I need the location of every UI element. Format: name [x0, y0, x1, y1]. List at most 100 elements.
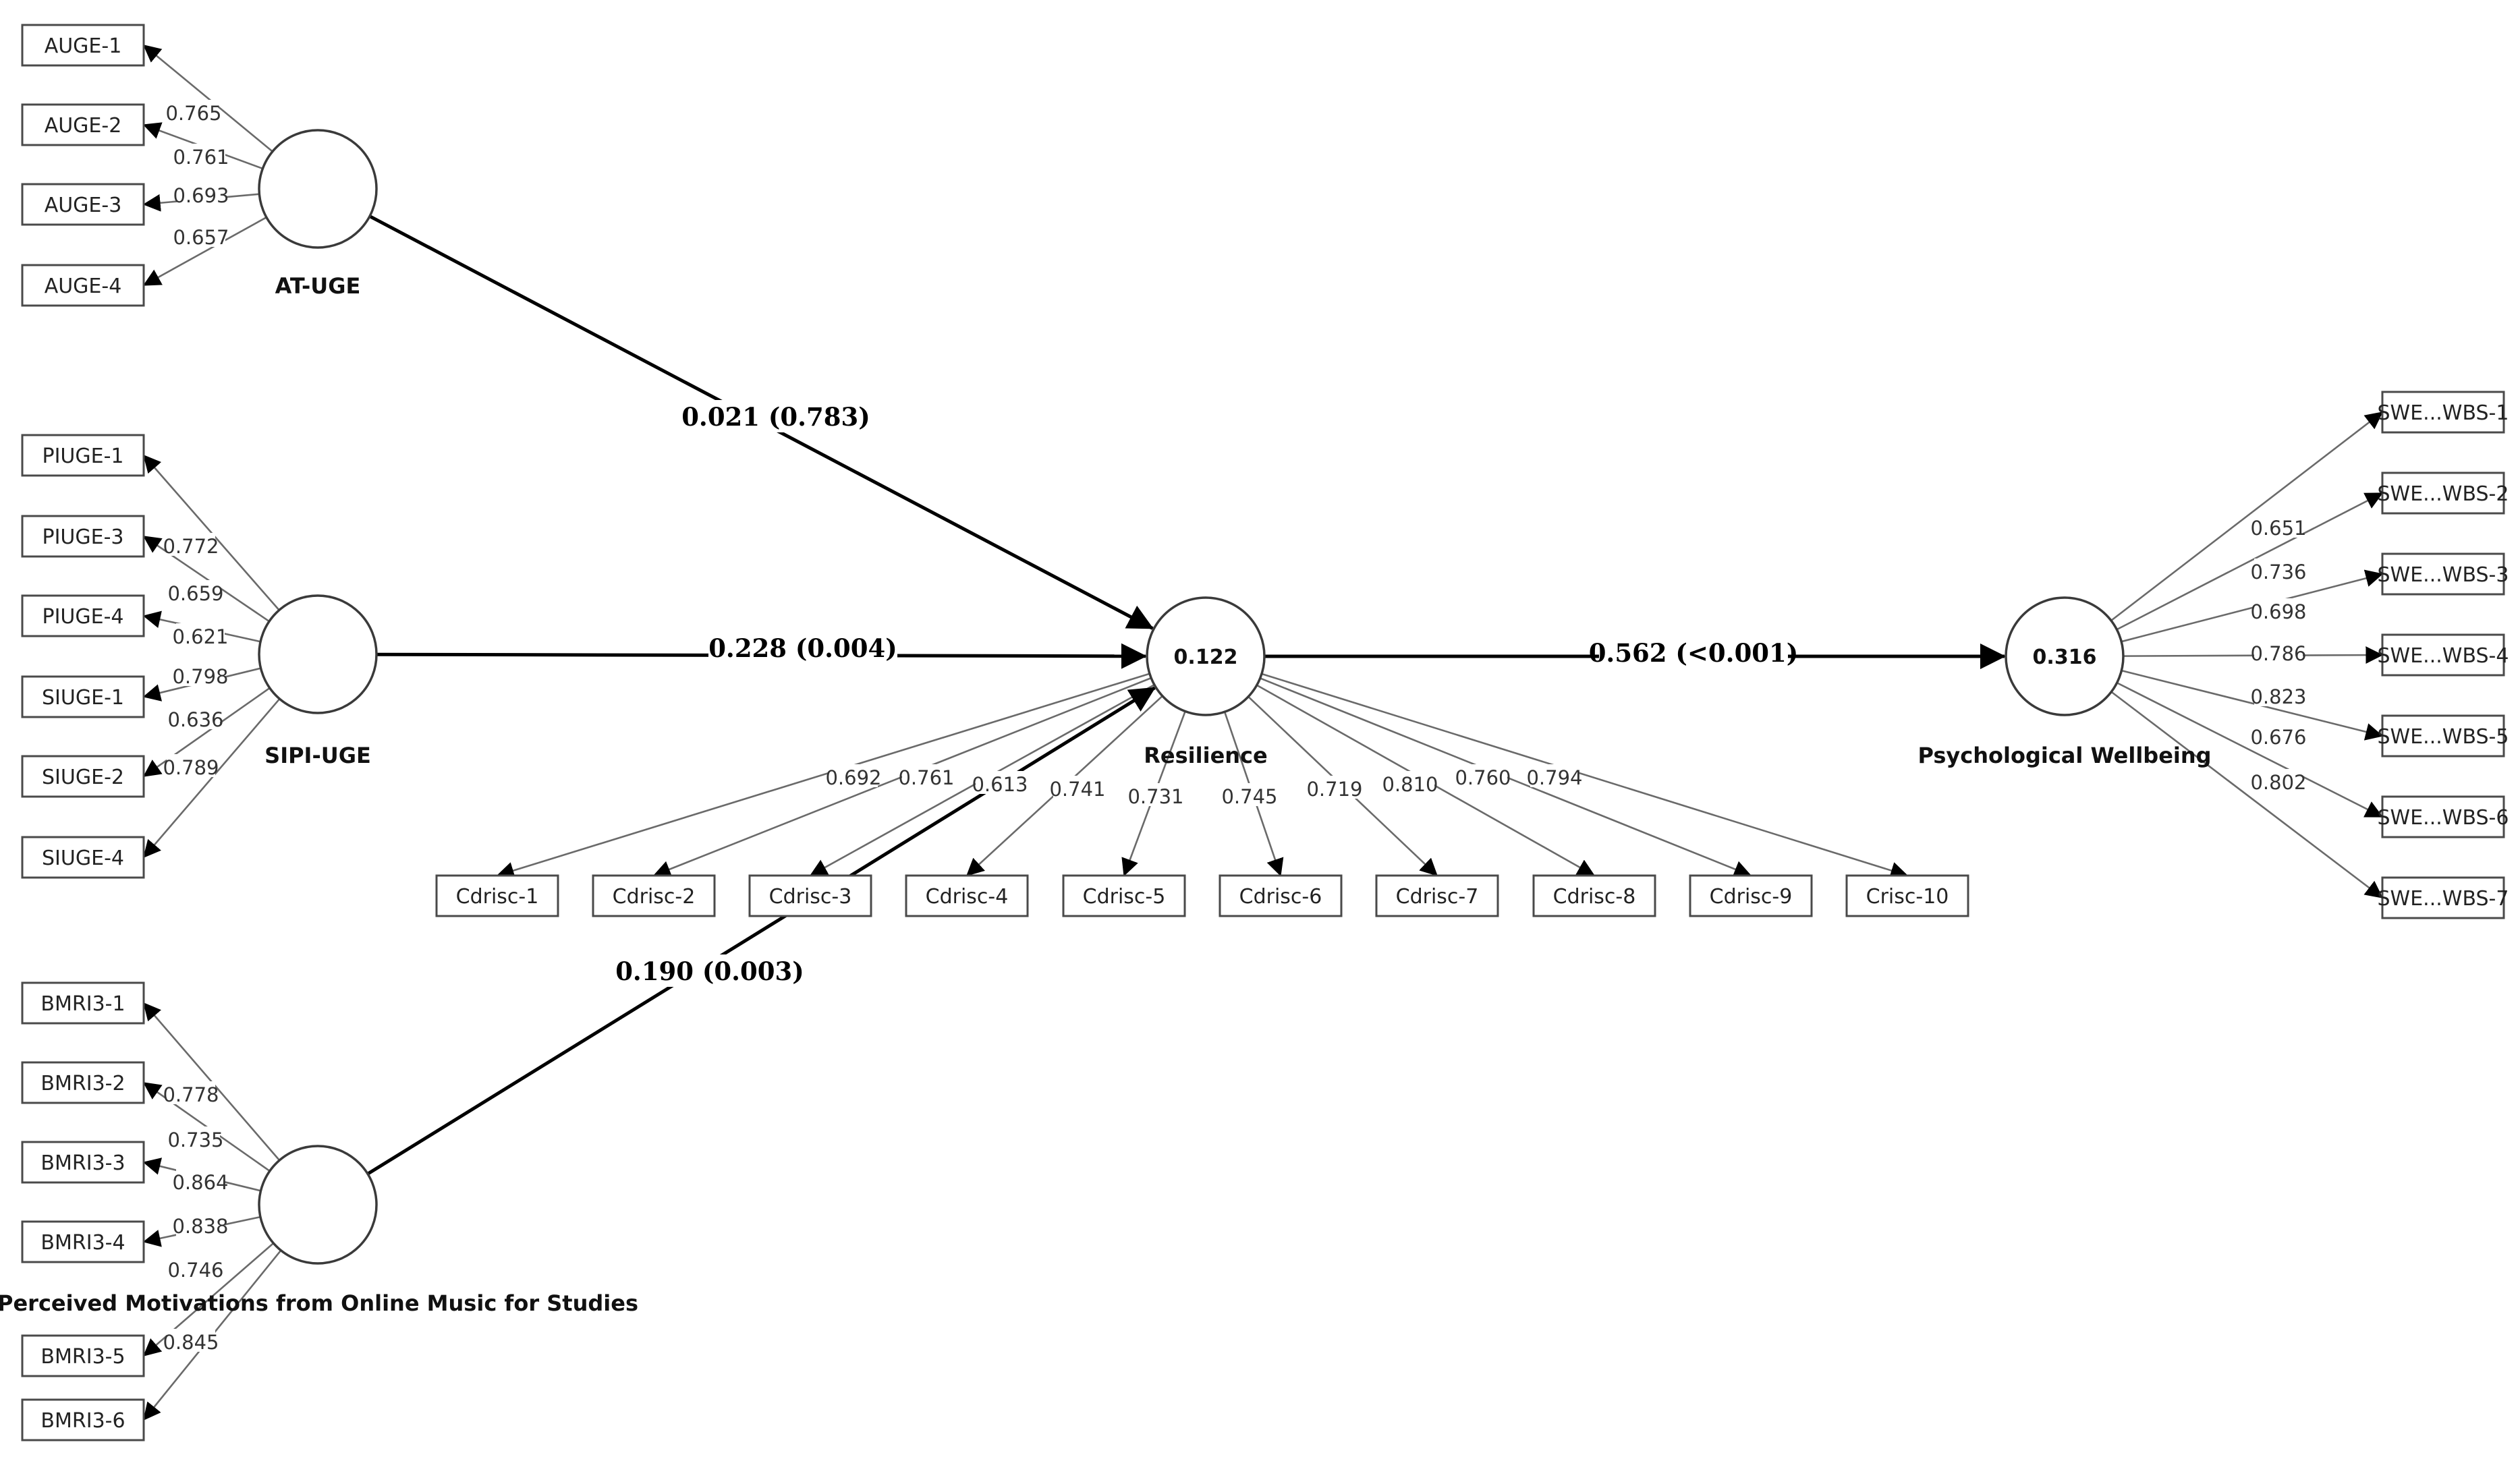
loading-value: 0.789 [163, 756, 219, 779]
loading-arrow [1261, 673, 1909, 880]
indicator-box [905, 874, 1029, 917]
loading-arrow [496, 673, 1150, 880]
indicator-box [21, 755, 145, 798]
loading-label-bg [2254, 598, 2303, 621]
indicator-box [21, 24, 145, 67]
loading-label-bg [1459, 764, 1507, 787]
loading-label-bg [2254, 683, 2303, 706]
indicator-box [2381, 714, 2505, 758]
indicator-box [21, 1141, 145, 1184]
indicator-box [21, 1061, 145, 1104]
indicator-label: PIUGE-1 [42, 445, 123, 468]
loading-value: 0.613 [972, 773, 1028, 796]
loading-label-bg [167, 754, 215, 777]
loading-arrow [2121, 669, 2384, 741]
indicator-box [1845, 874, 1969, 917]
indicator-label: BMRI3-1 [40, 992, 125, 1016]
indicator-box [21, 836, 145, 879]
loading-arrow [2121, 569, 2384, 643]
loading-value: 0.786 [2250, 642, 2306, 665]
indicator-box [1532, 874, 1656, 917]
loading-label-bg [171, 1126, 220, 1149]
indicator-label: PIUGE-3 [42, 525, 123, 549]
loading-value: 0.772 [163, 535, 219, 558]
indicator-label: Cdrisc-3 [769, 885, 852, 909]
loading-value: 0.698 [2250, 600, 2306, 623]
indicator-box [748, 874, 872, 917]
loading-label-bg [176, 1169, 225, 1192]
indicator-label: SWE...WBS-5 [2378, 725, 2509, 749]
indicator-label: SIUGE-4 [42, 847, 124, 870]
loading-value: 0.794 [1526, 766, 1582, 789]
indicator-label: Cdrisc-5 [1083, 885, 1166, 909]
indicator-box [21, 981, 145, 1025]
path-coefficient: 0.190 (0.003) [615, 956, 804, 986]
loading-value: 0.692 [825, 766, 881, 789]
loading-value: 0.651 [2250, 517, 2306, 540]
indicator-label: SWE...WBS-7 [2378, 887, 2509, 911]
construct-pmoms-label: Perceived Motivations from Online Music … [0, 1290, 638, 1316]
construct-atuge-circle [258, 129, 378, 249]
loading-label-bg [902, 764, 951, 787]
path-label-bg [708, 631, 897, 664]
loading-value: 0.746 [167, 1259, 223, 1282]
indicator-label: BMRI3-6 [40, 1409, 125, 1433]
indicator-box [21, 434, 145, 477]
loading-label-bg [2254, 515, 2303, 538]
loading-arrow [2110, 411, 2384, 622]
construct-r-squared: 0.316 [2033, 646, 2097, 669]
indicator-label: AUGE-3 [45, 194, 122, 217]
indicator-label: SWE...WBS-1 [2378, 401, 2509, 425]
indicator-label: Crisc-10 [1866, 885, 1949, 909]
loading-value: 0.676 [2250, 726, 2306, 749]
loading-label-bg [176, 663, 225, 686]
loading-arrow [2110, 691, 2384, 899]
loading-arrow [142, 535, 270, 623]
path-coefficient: 0.562 (<0.001) [1589, 638, 1799, 668]
loading-value: 0.693 [173, 184, 229, 207]
indicator-label: BMRI3-2 [40, 1072, 125, 1095]
loading-label-bg [171, 580, 220, 603]
indicator-label: SWE...WBS-6 [2378, 806, 2509, 830]
indicator-label: Cdrisc-6 [1239, 885, 1322, 909]
indicator-box [1689, 874, 1813, 917]
path-coefficient: 0.228 (0.004) [708, 633, 897, 663]
indicator-label: SWE...WBS-3 [2378, 563, 2509, 587]
path-label-bg [615, 954, 804, 987]
loading-value: 0.761 [173, 146, 229, 169]
loading-value: 0.864 [172, 1171, 228, 1194]
loading-arrow [143, 455, 280, 611]
loading-label-bg [2254, 724, 2303, 747]
loading-label-bg [171, 1257, 220, 1280]
loading-value: 0.838 [172, 1215, 228, 1238]
indicator-box [2381, 633, 2505, 677]
loading-label-bg [2254, 640, 2303, 663]
indicator-box [21, 1334, 145, 1377]
indicator-label: PIUGE-4 [42, 605, 123, 629]
indicator-label: BMRI3-5 [40, 1345, 125, 1369]
loading-value: 0.798 [172, 665, 228, 688]
loading-label-bg [176, 1213, 225, 1236]
loading-value: 0.823 [2250, 685, 2306, 708]
loading-value: 0.761 [898, 766, 954, 789]
loading-value: 0.621 [172, 625, 228, 648]
indicator-label: BMRI3-4 [40, 1231, 125, 1255]
loading-arrow [2116, 492, 2384, 631]
indicator-label: Cdrisc-4 [926, 885, 1009, 909]
construct-sipiuge-circle [258, 594, 378, 714]
indicator-label: SWE...WBS-4 [2378, 644, 2509, 668]
indicator-label: Cdrisc-2 [613, 885, 696, 909]
loading-label-bg [176, 623, 225, 646]
indicator-box [2381, 795, 2505, 838]
loading-value: 0.659 [167, 582, 223, 605]
indicator-box [2381, 876, 2505, 919]
loading-arrow [142, 687, 271, 778]
loading-value: 0.636 [167, 708, 223, 731]
loading-label-bg [1225, 783, 1274, 806]
loading-value: 0.802 [2250, 771, 2306, 794]
path-coefficient: 0.021 (0.783) [681, 402, 870, 432]
indicator-box [1219, 874, 1343, 917]
indicator-box [1062, 874, 1186, 917]
indicator-label: SIUGE-1 [42, 686, 124, 710]
